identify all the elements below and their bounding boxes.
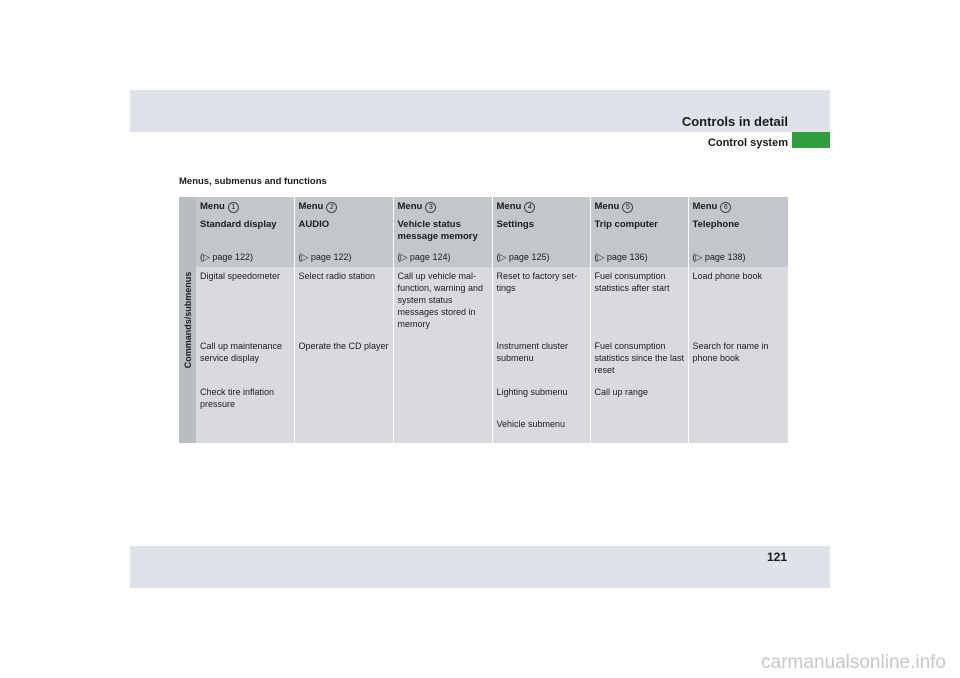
list-item: Operate the CD player [298, 341, 389, 351]
menu-number-badge: 3 [425, 202, 437, 213]
list-item: Search for name in phone book [692, 341, 769, 363]
menu-number-badge: 6 [720, 202, 732, 213]
menu-items-1: Digital speedometer Call up maintenance … [196, 267, 295, 443]
table-body-row: Digital speedometer Call up maintenance … [179, 267, 788, 443]
page-reference: (▷ page 122) [298, 252, 352, 262]
menu-items-4: Reset to factory set-tings Instrument cl… [492, 267, 591, 443]
menu-name: Trip computer [594, 219, 658, 230]
list-item: Call up vehicle mal-function, warning an… [397, 271, 484, 329]
menu-number-badge: 2 [326, 202, 338, 213]
menu-items-2: Select radio station Operate the CD play… [294, 267, 394, 443]
page-reference: (▷ page 136) [594, 252, 648, 262]
menu-number-badge: 1 [227, 202, 239, 213]
page-reference: (▷ page 124) [397, 252, 451, 262]
chapter-title: Controls in detail [681, 114, 788, 129]
page-reference: (▷ page 122) [200, 252, 253, 262]
menu-name: Standard display [200, 219, 277, 230]
menu-word: Menu [692, 201, 718, 212]
page-reference: (▷ page 138) [692, 252, 746, 262]
row-label-cell: Commands/submenus [179, 197, 196, 443]
list-item: Select radio station [298, 271, 376, 281]
menu-word: Menu [496, 201, 522, 212]
watermark-text: carmanualsonline.info [761, 652, 946, 673]
list-item: Lighting submenu [496, 387, 568, 397]
list-item: Call up range [594, 387, 649, 397]
footer-band [130, 546, 830, 588]
menu-items-3: Call up vehicle mal-function, warning an… [393, 267, 493, 443]
menu-word: Menu [200, 201, 225, 212]
list-item: Reset to factory set-tings [496, 271, 578, 293]
menu-name: Settings [496, 219, 534, 230]
menu-number-badge: 5 [622, 202, 634, 213]
page-number: 121 [766, 550, 787, 564]
list-item: Check tire inflation pressure [200, 387, 275, 409]
row-label: Commands/submenus [182, 271, 193, 369]
menu-number-badge: 4 [524, 202, 536, 213]
menu-word: Menu [298, 201, 324, 212]
menu-word: Menu [397, 201, 423, 212]
menu-name: Vehicle status message memory [397, 219, 478, 242]
list-item: Call up maintenance service display [200, 341, 283, 363]
header-band [130, 90, 830, 132]
list-item: Vehicle submenu [496, 419, 566, 429]
menu-word: Menu [594, 201, 620, 212]
list-item: Fuel consumption statistics after start [594, 271, 670, 293]
menu-items-6: Load phone book Search for name in phone… [688, 267, 788, 443]
menu-items-5: Fuel consumption statistics after start … [590, 267, 689, 443]
chapter-tab-marker [792, 132, 830, 148]
section-subtitle: Control system [707, 137, 788, 149]
menu-name: Telephone [692, 219, 740, 230]
page-reference: (▷ page 125) [496, 252, 550, 262]
list-item: Instrument cluster submenu [496, 341, 569, 363]
list-item: Digital speedometer [200, 271, 281, 281]
list-item: Load phone book [692, 271, 763, 281]
page-heading: Menus, submenus and functions [179, 176, 327, 187]
menu-name: AUDIO [298, 219, 330, 230]
list-item: Fuel consumption statistics since the la… [594, 341, 685, 375]
